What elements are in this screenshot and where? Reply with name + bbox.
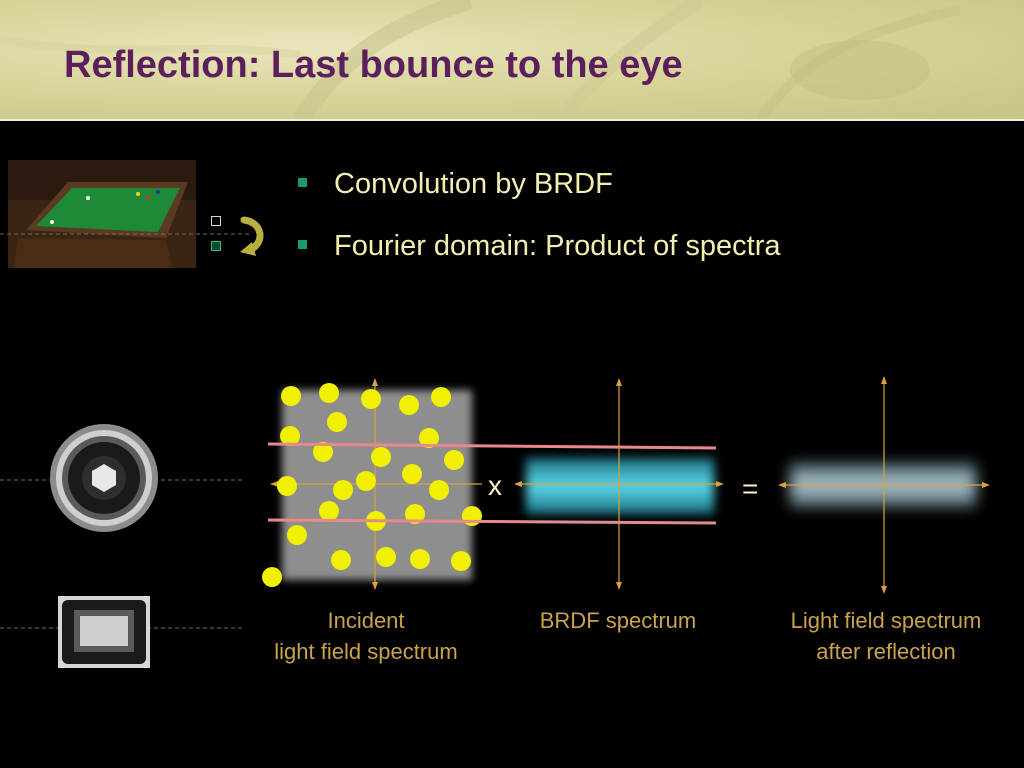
caption-line: light field spectrum	[274, 639, 458, 664]
camera-lens-photo	[50, 424, 158, 532]
equals-operator: =	[742, 473, 759, 504]
sample-dot	[376, 547, 396, 567]
sample-dot	[313, 442, 333, 462]
axis-arrow-icon	[616, 582, 622, 590]
slide-title: Reflection: Last bounce to the eye	[64, 44, 683, 86]
axis-arrow-icon	[778, 482, 786, 488]
axis-arrow-icon	[881, 376, 887, 384]
axis-arrow-icon	[616, 378, 622, 386]
brdf-caption: BRDF spectrum	[520, 605, 716, 636]
sample-dot	[277, 476, 297, 496]
sample-dot	[371, 447, 391, 467]
camera-sensor-photo	[58, 596, 150, 668]
caption-line: Light field spectrum	[790, 608, 982, 633]
axis-arrow-icon	[716, 481, 724, 487]
title-banner: Reflection: Last bounce to the eye	[0, 0, 1024, 120]
result-caption: Light field spectrum after reflection	[768, 605, 1004, 667]
sample-dot	[402, 464, 422, 484]
pool-table-photo	[8, 160, 196, 268]
axis-arrow-icon	[372, 378, 378, 386]
caption-line: Incident	[327, 608, 405, 633]
sample-dot	[287, 525, 307, 545]
band-boundary-top	[267, 442, 717, 450]
sample-dot	[333, 480, 353, 500]
bullet-marker	[298, 240, 307, 249]
bullet-text: Convolution by BRDF	[334, 168, 613, 200]
bullet-marker	[298, 178, 307, 187]
brdf-spectrum-band	[526, 458, 714, 514]
sample-dot	[410, 549, 430, 569]
caption-line: BRDF spectrum	[539, 608, 697, 633]
header-background-art	[0, 0, 961, 120]
incident-caption: Incident light field spectrum	[254, 605, 478, 667]
sample-dot	[429, 480, 449, 500]
sample-dot	[361, 389, 381, 409]
sample-dot	[399, 395, 419, 415]
axis-arrow-icon	[514, 481, 522, 487]
sample-dot	[262, 567, 282, 587]
curved-arrow-icon	[236, 212, 272, 265]
sample-dot	[280, 426, 300, 446]
sample-dots	[262, 383, 482, 587]
band-boundary-bottom	[267, 518, 717, 525]
axis-arrow-icon	[270, 481, 278, 487]
axis-arrow-icon	[372, 582, 378, 590]
sample-dot	[356, 471, 376, 491]
axis-arrow-icon	[982, 482, 990, 488]
small-square-outline	[211, 216, 221, 226]
sample-dot	[444, 450, 464, 470]
sample-dot	[431, 387, 451, 407]
sample-dot	[451, 551, 471, 571]
header-divider	[0, 119, 1024, 121]
axis-arrow-icon	[881, 586, 887, 594]
sample-dot	[327, 412, 347, 432]
sample-dot	[319, 501, 339, 521]
sample-dot	[331, 550, 351, 570]
incident-spectrum-area	[282, 390, 472, 580]
sample-dot	[419, 428, 439, 448]
sample-dot	[405, 504, 425, 524]
small-square-green	[211, 241, 221, 251]
sample-dot	[462, 506, 482, 526]
multiply-operator: x	[488, 470, 502, 501]
sample-dot	[281, 386, 301, 406]
sample-dot	[319, 383, 339, 403]
result-spectrum-band	[790, 462, 976, 508]
caption-line: after reflection	[816, 639, 956, 664]
sample-dot	[366, 511, 386, 531]
dashed-guide-top	[0, 233, 250, 235]
bullet-text: Fourier domain: Product of spectra	[334, 230, 781, 262]
